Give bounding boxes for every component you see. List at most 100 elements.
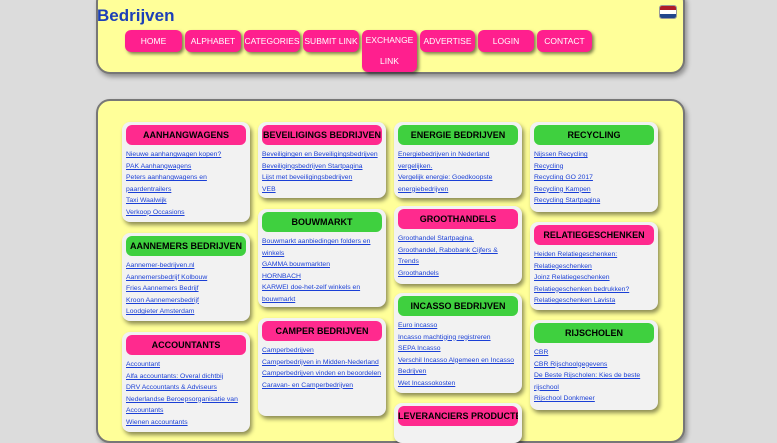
category-link[interactable]: CBR Rijschoolgegevens bbox=[534, 360, 608, 368]
category-link[interactable]: Wet Incassokosten bbox=[398, 379, 456, 387]
category-card: BOUWMARKT Bouwmarkt aanbiedingen folders … bbox=[258, 209, 386, 307]
nav-login-button[interactable]: LOGIN bbox=[478, 30, 534, 52]
nav-home-button[interactable]: HOME bbox=[125, 30, 182, 52]
category-link[interactable]: Nieuwe aanhangwagen kopen? bbox=[126, 151, 222, 158]
category-title[interactable]: GROOTHANDELS bbox=[398, 209, 518, 229]
category-link[interactable]: Wienen accountants bbox=[126, 418, 188, 426]
category-link[interactable]: Heiden Relatiegeschenken: Relatiegeschen… bbox=[534, 251, 618, 270]
category-link[interactable]: Beveiligingen en Beveiligingsbedrijven bbox=[262, 151, 378, 158]
category-title[interactable]: ACCOUNTANTS bbox=[126, 335, 246, 355]
category-link[interactable]: KARWEI doe-het-zelf winkels en bouwmarkt bbox=[262, 284, 361, 303]
category-card: AANHANGWAGENS Nieuwe aanhangwagen kopen? P… bbox=[122, 122, 250, 222]
site-title[interactable]: Bedrijven bbox=[97, 6, 175, 25]
category-card: RELATIEGESCHENKEN Heiden Relatiegeschenke… bbox=[530, 222, 658, 310]
category-link[interactable]: Nijssen Recycling bbox=[534, 151, 588, 158]
category-card: ENERGIE BEDRIJVEN Energiebedrijven in Ned… bbox=[394, 122, 522, 198]
category-link[interactable]: Kroon Aannemersbedrijf bbox=[126, 296, 199, 304]
category-title[interactable]: AANNEMERS BEDRIJVEN bbox=[126, 236, 246, 256]
category-card: GROOTHANDELS Groothandel Startpagina. Groo… bbox=[394, 206, 522, 284]
category-links bbox=[394, 430, 522, 434]
category-link[interactable]: Relatiegeschenken Lavista bbox=[534, 297, 616, 304]
category-link[interactable]: Beveiligingsbedrijven Startpagina bbox=[262, 162, 363, 170]
category-link[interactable]: Verschil Incasso Algemeen en Incasso Bed… bbox=[398, 356, 514, 376]
nav-exchange-label-line1: EXCHANGE bbox=[365, 35, 414, 45]
category-title[interactable]: INCASSO BEDRIJVEN bbox=[398, 296, 518, 316]
category-link[interactable]: Vergelijk energie: Goedkoopste energiebe… bbox=[398, 174, 493, 193]
category-link[interactable]: Joinz Relatiegeschenken bbox=[534, 274, 610, 281]
category-link[interactable]: Camperbedrijven vinden en beoordelen bbox=[262, 370, 382, 377]
category-link[interactable]: De Beste Rijscholen: Kies de beste rijsc… bbox=[534, 372, 641, 391]
category-link[interactable]: Taxi Waalwijk bbox=[126, 197, 167, 204]
nav-exchange-link-button[interactable]: EXCHANGE LINK bbox=[362, 30, 417, 72]
flag-stripe-blue bbox=[660, 14, 676, 18]
category-link[interactable]: Bouwmarkt aanbiedingen folders en winkel… bbox=[262, 238, 371, 257]
category-link[interactable]: Loodgieter Amsterdam bbox=[126, 308, 195, 315]
nav-advertise-button[interactable]: ADVERTISE bbox=[420, 30, 475, 52]
category-link[interactable]: Incasso machtiging registreren bbox=[398, 333, 491, 341]
nav-categories-button[interactable]: CATEGORIES bbox=[244, 30, 300, 52]
category-link[interactable]: PAK Aanhangwagens bbox=[126, 162, 192, 170]
category-link[interactable]: DRV Accountants & Adviseurs bbox=[126, 384, 217, 391]
category-link[interactable]: Aannemersbedrijf Kolbouw bbox=[126, 273, 208, 281]
category-link[interactable]: Accountant bbox=[126, 361, 161, 368]
category-link[interactable]: GAMMA bouwmarkten bbox=[262, 261, 330, 268]
category-link[interactable]: Groothandel, Rabobank Cijfers & Trends bbox=[398, 246, 498, 266]
category-title[interactable]: CAMPER BEDRIJVEN bbox=[262, 321, 382, 341]
category-link[interactable]: Energiebedrijven in Nederland vergelijke… bbox=[398, 151, 490, 170]
category-link[interactable]: Recycling GO 2017 bbox=[534, 174, 593, 181]
category-link[interactable]: HORNBACH bbox=[262, 272, 301, 280]
category-title[interactable]: RECYCLING bbox=[534, 125, 654, 145]
category-link[interactable]: Camperbedrijven bbox=[262, 347, 314, 354]
category-links: Energiebedrijven in Nederland vergelijke… bbox=[394, 149, 522, 198]
nav-alphabet-button[interactable]: ALPHABET bbox=[185, 30, 241, 52]
category-title[interactable]: RIJSCHOLEN bbox=[534, 323, 654, 343]
category-links: Bouwmarkt aanbiedingen folders en winkel… bbox=[258, 236, 386, 307]
category-link[interactable]: Camperbedrijven in Midden-Nederland bbox=[262, 358, 379, 366]
category-link[interactable]: CBR bbox=[534, 349, 549, 356]
nav-submit-link-button[interactable]: SUBMIT LINK bbox=[303, 30, 359, 52]
category-link[interactable]: Recycling bbox=[534, 162, 564, 170]
category-link[interactable]: Euro incasso bbox=[398, 322, 438, 329]
category-link[interactable]: Aannemer-bedrijven.nl bbox=[126, 262, 195, 269]
category-card: BEVEILIGINGS BEDRIJVEN Beveiligingen en B… bbox=[258, 122, 386, 198]
category-title[interactable]: BOUWMARKT bbox=[262, 212, 382, 232]
category-link[interactable]: Alfa accountants: Overal dichtbij bbox=[126, 372, 224, 380]
flag-stripe-white bbox=[660, 10, 676, 14]
category-link[interactable]: Peters aanhangwagens en paardentrailers bbox=[126, 174, 207, 193]
category-link[interactable]: Groothandels bbox=[398, 269, 439, 277]
category-link[interactable]: Lijst met beveiligingsbedrijven bbox=[262, 174, 353, 181]
dutch-flag-icon[interactable] bbox=[659, 5, 677, 19]
category-link[interactable]: Relatiegeschenken bedrukken? bbox=[534, 285, 630, 293]
category-link[interactable]: VEB bbox=[262, 185, 276, 193]
category-title[interactable]: BEVEILIGINGS BEDRIJVEN bbox=[262, 125, 382, 145]
nav-contact-button[interactable]: CONTACT bbox=[537, 30, 592, 52]
category-link[interactable]: Nederlandse Beroepsorganisatie van Accou… bbox=[126, 395, 238, 415]
category-links: Heiden Relatiegeschenken: Relatiegeschen… bbox=[530, 249, 658, 310]
category-link[interactable]: Groothandel Startpagina. bbox=[398, 235, 474, 242]
category-card: RIJSCHOLEN CBR CBR Rijschoolgegevens De Bes… bbox=[530, 320, 658, 410]
category-title[interactable]: RELATIEGESCHENKEN bbox=[534, 225, 654, 245]
category-link[interactable]: Recycling Startpagina bbox=[534, 197, 601, 204]
category-title[interactable]: ENERGIE BEDRIJVEN bbox=[398, 125, 518, 145]
category-title[interactable]: LEVERANCIERS PRODUCTEN bbox=[398, 406, 518, 426]
category-link[interactable]: Fries Aannemers Bedrijf bbox=[126, 285, 199, 292]
category-link[interactable]: Caravan- en Camperbedrijven bbox=[262, 381, 354, 389]
category-link[interactable]: Rijschool Donkmeer bbox=[534, 395, 595, 402]
category-links: Nieuwe aanhangwagen kopen? PAK Aanhangwag… bbox=[122, 149, 250, 222]
category-link[interactable]: Verkoop Occasions bbox=[126, 208, 185, 216]
category-card: AANNEMERS BEDRIJVEN Aannemer-bedrijven.nl… bbox=[122, 233, 250, 321]
nav-exchange-label-line2: LINK bbox=[380, 56, 399, 66]
category-title[interactable]: AANHANGWAGENS bbox=[126, 125, 246, 145]
category-links: CBR CBR Rijschoolgegevens De Beste Rijscho… bbox=[530, 347, 658, 409]
category-card: LEVERANCIERS PRODUCTEN bbox=[394, 403, 522, 443]
category-link[interactable]: SEPA Incasso bbox=[398, 345, 441, 352]
category-link[interactable]: Recycling Kampen bbox=[534, 185, 591, 193]
